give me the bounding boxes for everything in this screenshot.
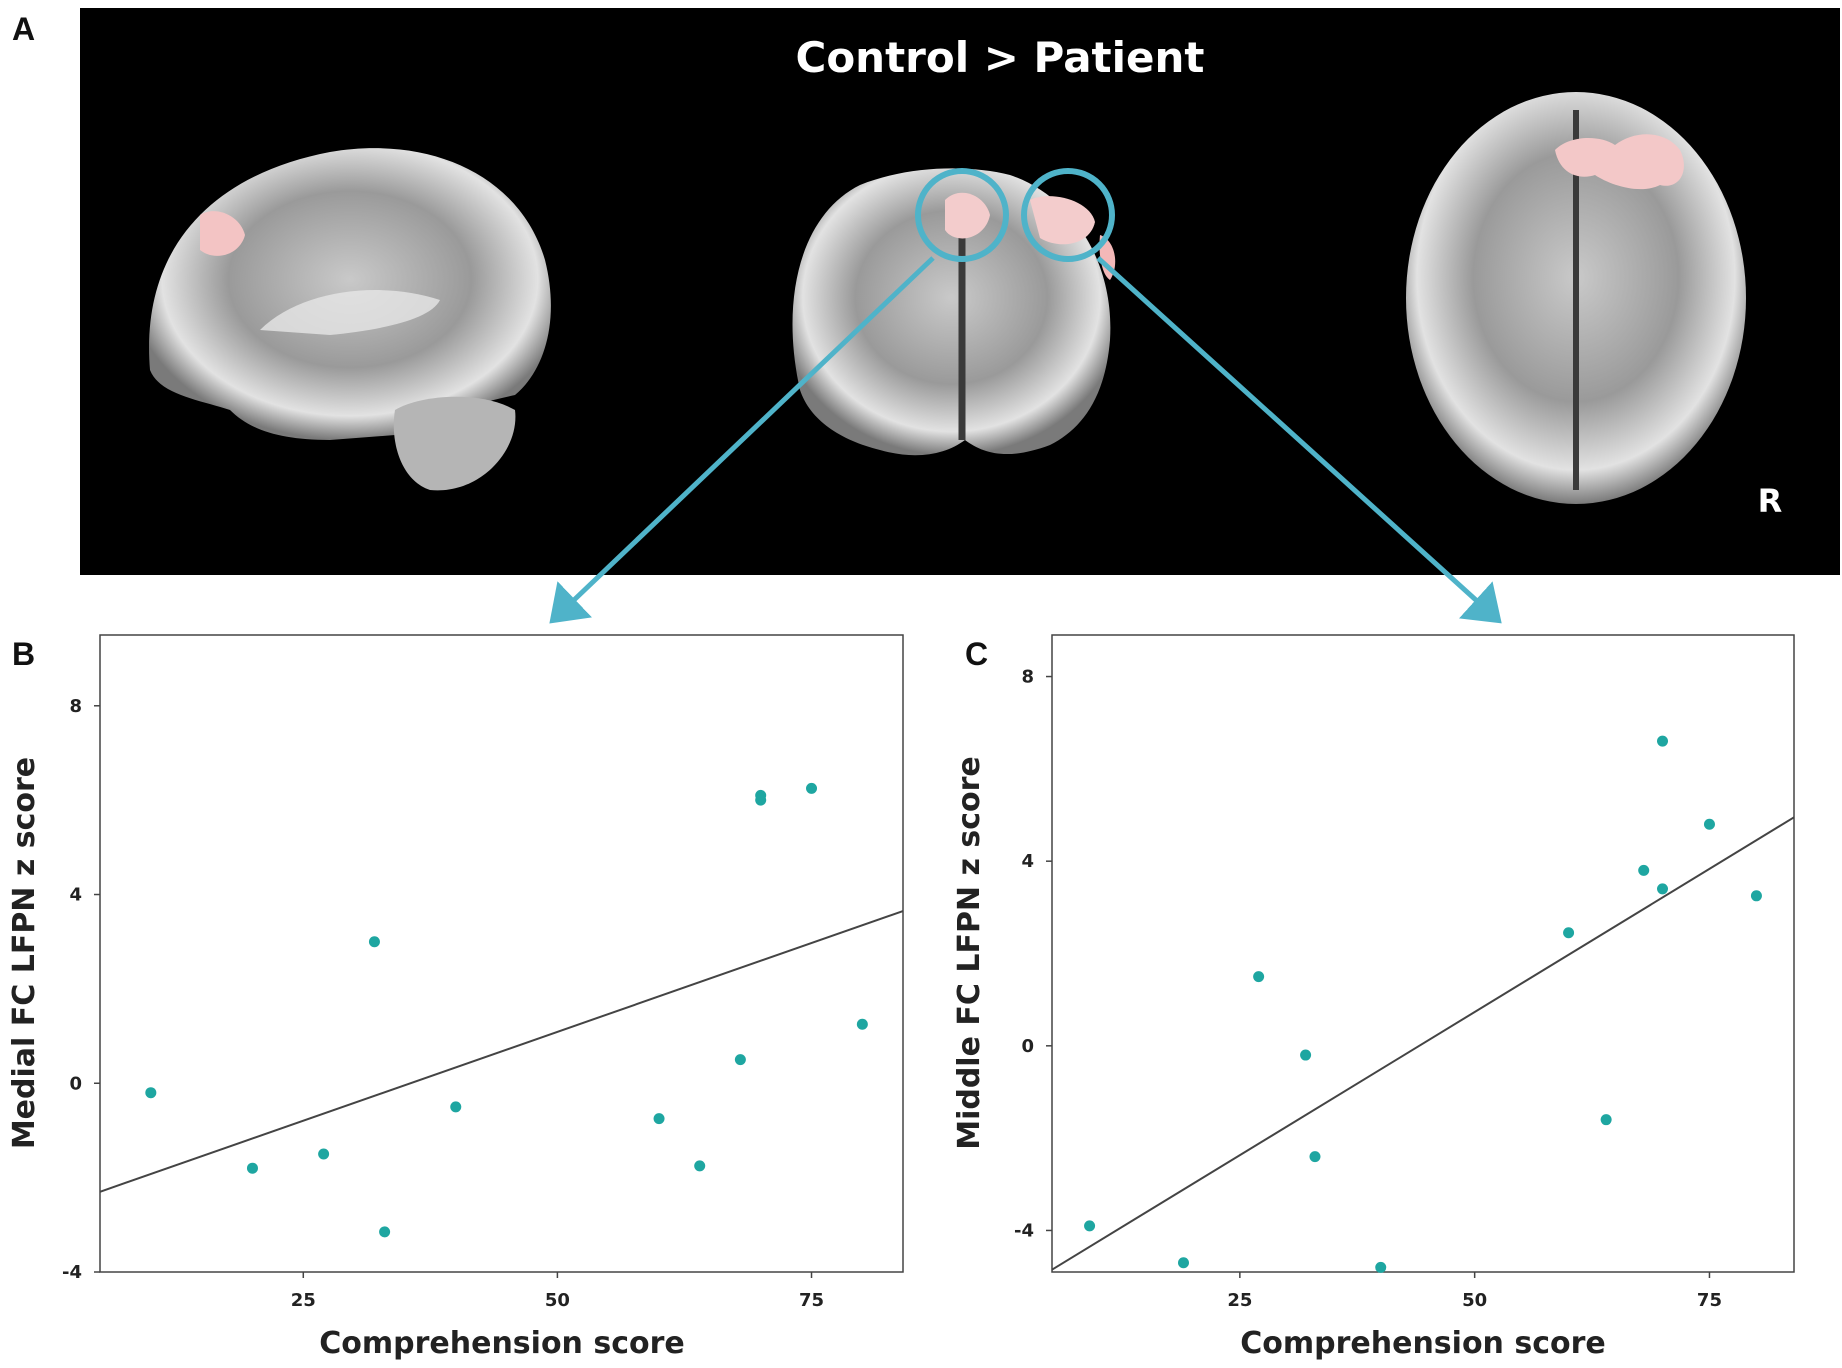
panel-label-a: A [12,11,35,47]
data-point [1309,1151,1321,1163]
data-point [1563,927,1575,939]
axial-brain-slice [1406,92,1746,504]
x-axis-title-c: Comprehension score [1240,1326,1606,1361]
y-axis-title-b: Medial FC LFPN z score [7,757,42,1149]
data-point [694,1160,706,1172]
x-tick-label: 50 [545,1290,570,1311]
y-tick-label: -4 [1014,1220,1034,1241]
x-tick-label: 75 [1697,1290,1722,1311]
data-point [1600,1114,1612,1126]
x-tick-label: 25 [291,1290,316,1311]
coronal-activation-left [945,192,990,239]
panel-label-c: C [965,636,988,672]
data-point [1703,818,1715,830]
orientation-label: R [1758,482,1783,520]
data-point [379,1226,391,1238]
panel-label-b: B [12,636,35,672]
chart-b: -4 0 4 8 25 50 75 Comprehension score Medial … [7,634,904,1361]
fit-line [99,910,904,1193]
plot-frame-b [99,634,904,1273]
y-tick-label: 0 [69,1073,82,1094]
data-point [246,1162,258,1174]
y-axis-title-c: Middle FC LFPN z score [952,756,987,1150]
fit-line [1051,816,1795,1271]
data-point [806,782,818,794]
y-tick-label: 4 [69,885,82,906]
x-axis-title-b: Comprehension score [319,1326,685,1361]
data-point [1375,1261,1387,1273]
y-tick-label: -4 [62,1262,82,1283]
coronal-brain-slice [792,168,1116,456]
data-point [856,1018,868,1030]
arrow-to-panel-b [549,256,935,624]
data-point [450,1101,462,1113]
y-tick-label: 0 [1021,1036,1034,1057]
data-point [1253,971,1265,983]
data-point [1300,1049,1312,1061]
chart-c: -4 0 4 8 25 50 75 Comprehension score Middle … [952,634,1795,1361]
data-point [1177,1257,1189,1269]
region-circle-middle [1021,168,1115,262]
y-tick-label: 8 [1021,667,1034,688]
x-tick-label: 50 [1462,1290,1487,1311]
axial-activation [1555,134,1684,190]
data-point [318,1148,330,1160]
data-point [145,1087,157,1099]
data-point [1750,890,1762,902]
data-point [1638,864,1650,876]
plot-frame-c [1051,634,1795,1273]
brain-panel: Control > Patient R [80,8,1840,575]
y-tick-label: 4 [1021,851,1034,872]
brain-title: Control > Patient [796,33,1205,82]
x-tick-label: 25 [1227,1290,1252,1311]
sagittal-activation [200,211,245,256]
data-point [653,1113,665,1125]
arrow-to-panel-c [1096,256,1502,624]
sagittal-brain-slice [149,148,551,491]
data-point [1084,1220,1096,1232]
data-point [755,794,767,806]
y-tick-label: 8 [69,696,82,717]
data-point [1657,735,1669,747]
x-tick-label: 75 [799,1290,824,1311]
data-point [368,936,380,948]
data-point [734,1054,746,1066]
coronal-activation-right [1030,196,1095,245]
data-point [1657,883,1669,895]
region-circle-medial [915,168,1009,262]
